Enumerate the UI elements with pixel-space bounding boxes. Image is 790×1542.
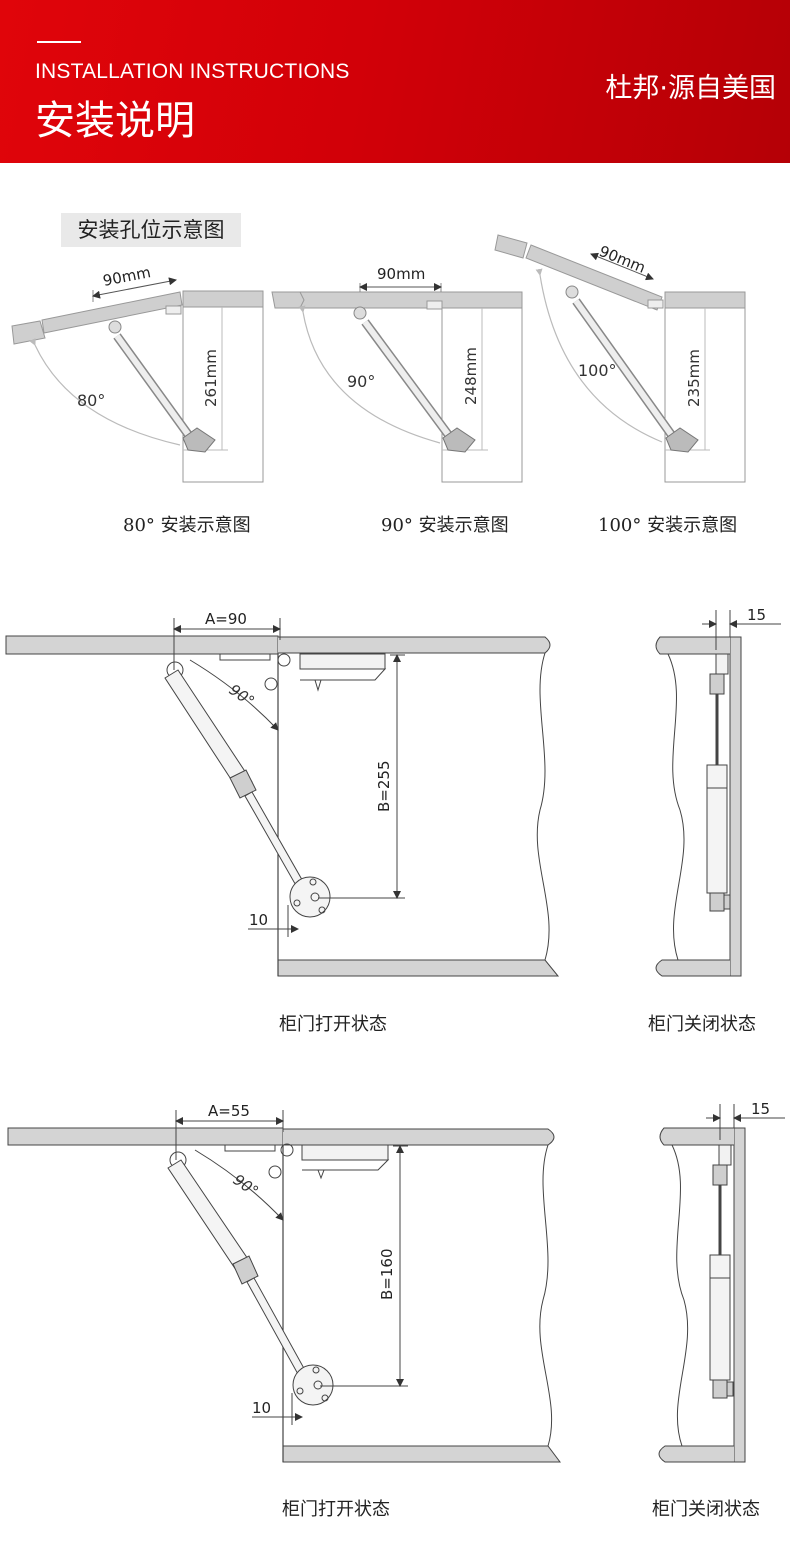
header-subtitle: INSTALLATION INSTRUCTIONS: [35, 60, 350, 83]
detail1-closed-diagram: 15: [655, 606, 781, 977]
cabinet-top-panel: [182, 290, 264, 308]
top-diagram-80: 90mm 80° 261mm: [11, 263, 264, 483]
height-label: 235mm: [685, 349, 703, 407]
gas-strut-rod: [244, 791, 306, 890]
gas-strut-cylinder: [709, 1254, 731, 1381]
hinge-pivot: [108, 320, 122, 334]
brand-text: 杜邦·源自美国: [605, 73, 776, 104]
height-label: 248mm: [462, 347, 480, 405]
side-dimension-label: 15: [751, 1100, 770, 1118]
header-banner: INSTALLATION INSTRUCTIONS 安装说明 杜邦·源自美国: [0, 0, 790, 163]
door-panel: [41, 291, 183, 334]
cabinet-side-panel: [182, 306, 264, 483]
gas-strut-rod: [246, 1277, 307, 1377]
cabinet-top-panel: [299, 291, 523, 309]
gas-strut-cylinder: [706, 764, 728, 894]
detail2-closed-diagram: 15: [658, 1100, 785, 1463]
b-dimension-label: B=255: [375, 761, 393, 813]
detail1-closed-caption: 柜门关闭状态: [648, 1014, 756, 1035]
offset-label: 10: [252, 1399, 271, 1417]
width-label: 90mm: [597, 242, 649, 277]
angle-label: 80°: [77, 391, 105, 410]
detail2-closed-caption: 柜门关闭状态: [652, 1499, 760, 1520]
width-label: 90mm: [377, 265, 425, 283]
caption-90: 90° 安装示意图: [381, 515, 509, 536]
header-rule: [37, 41, 81, 43]
angle-label: 90°: [347, 372, 375, 391]
detail2-open-caption: 柜门打开状态: [282, 1499, 390, 1520]
detail2-open-diagram: 90° A=55 B=160 10: [7, 1102, 561, 1463]
a-dimension-label: A=90: [205, 610, 247, 628]
angle-label: 100°: [578, 361, 617, 380]
caption-80: 80° 安装示意图: [123, 515, 251, 536]
header-title: 安装说明: [35, 98, 195, 144]
height-label: 261mm: [202, 349, 220, 407]
door-panel: [729, 636, 742, 977]
hinge-pivot: [565, 285, 579, 299]
detail1-open-caption: 柜门打开状态: [279, 1014, 387, 1035]
side-dimension-label: 15: [747, 606, 766, 624]
a-dimension-label: A=55: [208, 1102, 250, 1120]
offset-label: 10: [249, 911, 268, 929]
door-panel: [5, 635, 279, 655]
angle-label: 90°: [230, 1171, 262, 1201]
mount-bracket: [289, 876, 331, 918]
top-diagram-90: 90mm 90° 248mm: [271, 265, 523, 483]
door-panel: [733, 1127, 746, 1463]
door-panel: [7, 1127, 284, 1146]
cabinet-top-panel: [664, 291, 746, 309]
detail1-open-diagram: 90° A=90 B=255 10: [5, 610, 560, 977]
hinge-pivot: [353, 306, 367, 320]
top-diagram-100: 90mm 100° 235mm: [494, 234, 746, 483]
section-label: 安装孔位示意图: [61, 213, 241, 247]
caption-100: 100° 安装示意图: [598, 515, 738, 536]
b-dimension-label: B=160: [378, 1249, 396, 1301]
mount-bracket: [292, 1364, 334, 1406]
